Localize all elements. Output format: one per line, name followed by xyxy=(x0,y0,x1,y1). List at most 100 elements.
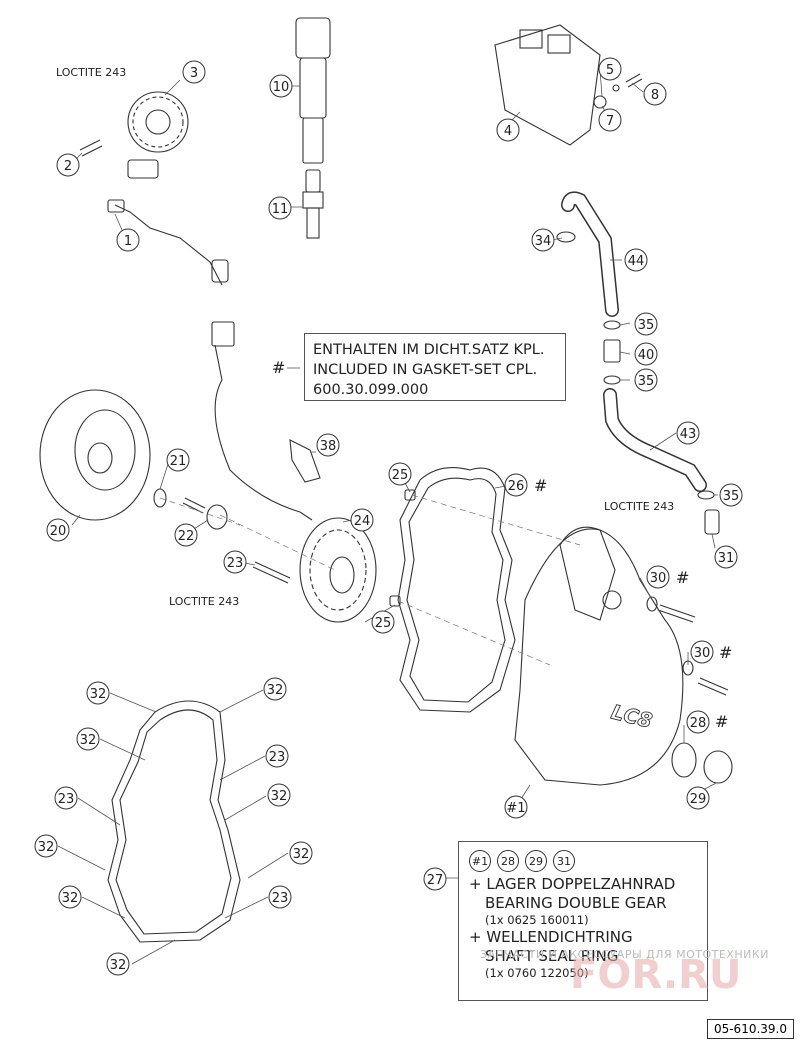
callout-23: 23 xyxy=(268,885,292,909)
watermark-text: ЗАПЧАСТИ И АКСЕССУАРЫ ДЛЯ МОТОТЕХНИКИ xyxy=(480,948,769,961)
bolt-part xyxy=(79,139,103,157)
callout-24: 24 xyxy=(350,508,374,532)
callout-21: 21 xyxy=(166,448,190,472)
callout-32: 32 xyxy=(34,834,58,858)
callout-2: 2 xyxy=(56,153,80,177)
clamp-part xyxy=(556,231,576,243)
svg-text:#1: #1 xyxy=(506,801,525,816)
gasket-note-line: INCLUDED IN GASKET-SET CPL. xyxy=(313,362,538,378)
kit-ref: 31 xyxy=(553,850,575,872)
svg-text:1: 1 xyxy=(124,234,132,249)
callout-32: 32 xyxy=(86,681,110,705)
svg-text:35: 35 xyxy=(723,489,740,504)
callout-23: 23 xyxy=(265,744,289,768)
bottom-gasket-part xyxy=(107,700,241,943)
plug-part xyxy=(703,750,733,784)
callout-32: 32 xyxy=(58,885,82,909)
callout-28: 28 xyxy=(686,710,710,734)
washer-part xyxy=(612,84,620,92)
kit-ref: #1 xyxy=(469,850,491,872)
callout-7: 7 xyxy=(598,108,622,132)
stator-part xyxy=(211,321,377,623)
callout-23: 23 xyxy=(54,786,78,810)
kit-item-text: SHAFT SEAL RING xyxy=(485,947,619,965)
seal-ring-part xyxy=(603,375,621,385)
svg-text:3: 3 xyxy=(190,66,198,81)
hose-upper-inner xyxy=(562,192,618,316)
watermark-logo: FOR.RU xyxy=(570,952,742,998)
callout-11: 11 xyxy=(268,196,292,220)
svg-text:40: 40 xyxy=(638,348,655,363)
callout-27: 27 xyxy=(423,867,447,891)
callout-31: 31 xyxy=(714,545,738,569)
kit-item-text: BEARING DOUBLE GEAR xyxy=(485,894,667,912)
rotor-part xyxy=(39,389,151,521)
svg-text:43: 43 xyxy=(680,427,697,442)
svg-text:24: 24 xyxy=(354,514,371,529)
svg-text:32: 32 xyxy=(267,683,284,698)
svg-text:21: 21 xyxy=(170,454,187,469)
spark-plug-part xyxy=(302,169,324,239)
svg-text:27: 27 xyxy=(427,873,444,888)
svg-text:35: 35 xyxy=(638,318,655,333)
washer-part xyxy=(646,596,658,612)
svg-text:4: 4 xyxy=(504,124,512,139)
svg-text:44: 44 xyxy=(628,254,645,269)
svg-text:32: 32 xyxy=(90,687,107,702)
callout-3: 3 xyxy=(182,60,206,84)
svg-text:29: 29 xyxy=(690,792,707,807)
o-ring-part xyxy=(671,742,697,778)
svg-text:30: 30 xyxy=(650,571,667,586)
svg-text:35: 35 xyxy=(638,374,655,389)
svg-text:7: 7 xyxy=(606,114,614,129)
sprocket-part xyxy=(127,91,189,153)
callout-5: 5 xyxy=(598,57,622,81)
dowel-part xyxy=(404,489,416,501)
svg-text:23: 23 xyxy=(227,556,244,571)
callout-43: 43 xyxy=(676,421,700,445)
bottom-gasket-inner xyxy=(115,709,232,935)
svg-text:32: 32 xyxy=(271,789,288,804)
gasket-set-marker: # xyxy=(719,643,733,662)
valve-part xyxy=(603,339,621,363)
svg-text:25: 25 xyxy=(375,616,392,631)
kit-item-qty: (1x 0760 122050) xyxy=(485,966,589,980)
gasket-note-line: 600.30.099.000 xyxy=(313,382,429,398)
callout-32: 32 xyxy=(289,841,313,865)
screw-part xyxy=(252,561,291,584)
gasket-note-line: ENTHALTEN IM DICHT.SATZ KPL. xyxy=(313,342,545,358)
svg-text:38: 38 xyxy=(320,439,337,454)
callout-44: 44 xyxy=(624,248,648,272)
svg-text:32: 32 xyxy=(38,840,55,855)
callout-26: 26 xyxy=(504,473,528,497)
svg-text:28: 28 xyxy=(690,716,707,731)
screw-part xyxy=(697,677,729,696)
screw-part xyxy=(657,604,696,623)
nipple-part xyxy=(704,509,720,535)
gasket-set-note: ENTHALTEN IM DICHT.SATZ KPL. INCLUDED IN… xyxy=(304,333,566,401)
svg-text:32: 32 xyxy=(62,891,79,906)
svg-text:11: 11 xyxy=(272,202,289,217)
callout-38: 38 xyxy=(316,433,340,457)
callout-4: 4 xyxy=(496,118,520,142)
gasket-set-marker: # xyxy=(272,358,286,377)
kit-item-qty: (1x 0625 160011) xyxy=(485,913,589,927)
ignition-coil-part xyxy=(295,17,331,164)
svg-text:34: 34 xyxy=(535,234,552,249)
svg-text:23: 23 xyxy=(58,792,75,807)
callout-30: 30 xyxy=(646,565,670,589)
gasket-set-marker: # xyxy=(676,568,690,587)
kit-ref-row: #1 28 29 31 xyxy=(469,850,697,872)
loctite-label-top: LOCTITE 243 xyxy=(56,66,127,79)
callout-25: 25 xyxy=(371,610,395,634)
loctite-label-right: LOCTITE 243 xyxy=(604,500,675,513)
callout-32: 32 xyxy=(263,677,287,701)
document-number: 05-610.39.0 xyxy=(706,1019,794,1039)
callout-10: 10 xyxy=(269,74,293,98)
svg-text:32: 32 xyxy=(293,847,310,862)
seal-ring-part xyxy=(603,320,621,330)
svg-text:30: 30 xyxy=(694,646,711,661)
svg-text:22: 22 xyxy=(178,529,195,544)
callout-29: 29 xyxy=(686,786,710,810)
